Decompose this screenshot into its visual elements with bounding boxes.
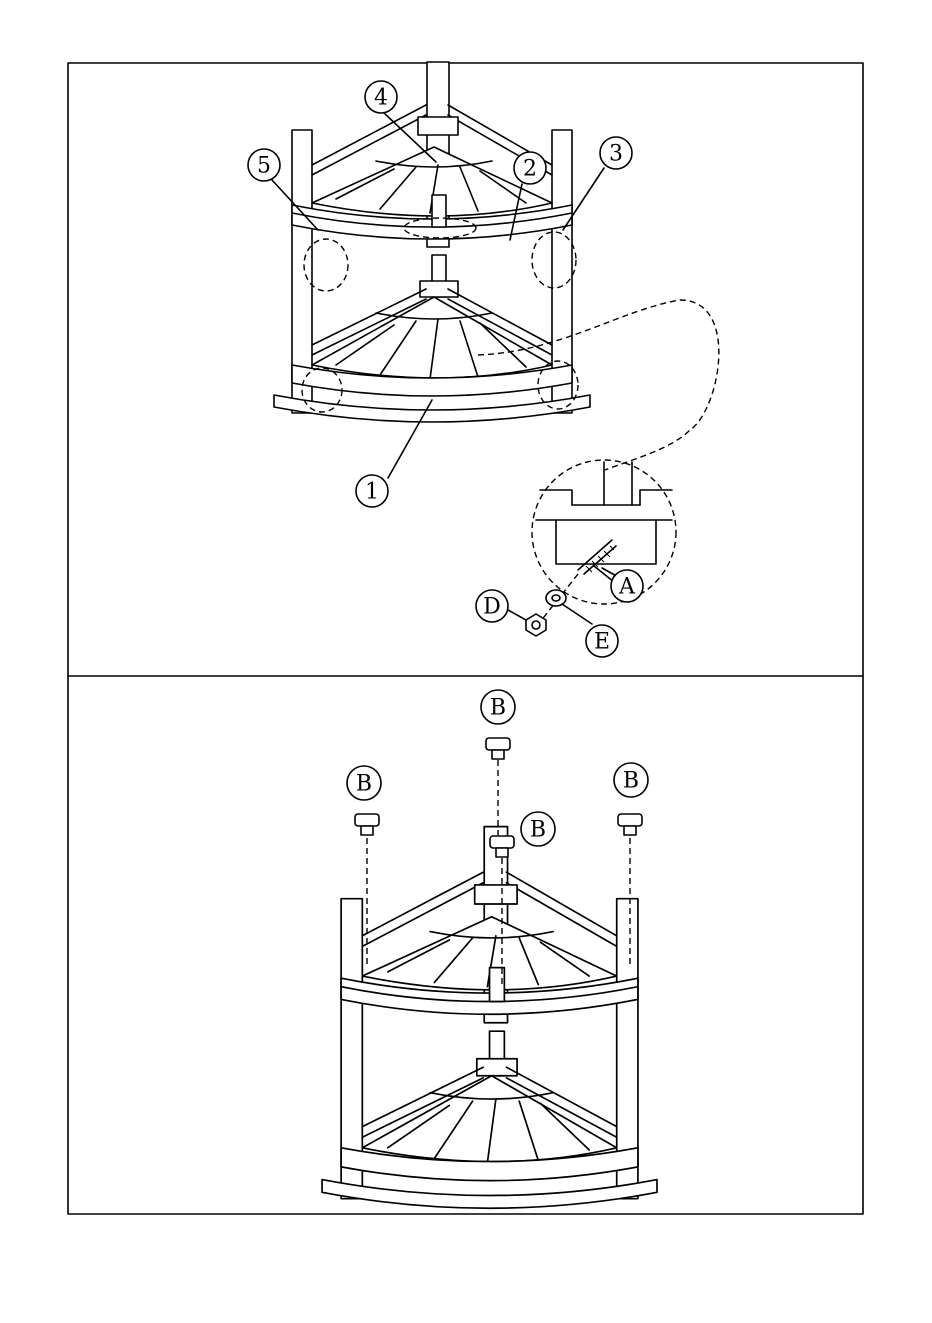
leg-cap-top-center: [486, 738, 510, 759]
svg-text:E: E: [594, 630, 610, 655]
callout-5: 5: [248, 149, 280, 181]
svg-text:4: 4: [374, 86, 388, 111]
callout-B-left: B: [347, 766, 381, 800]
svg-text:1: 1: [365, 480, 379, 505]
callout-1: 1: [356, 475, 388, 507]
callout-B-center: B: [521, 812, 555, 846]
leg-cap-left: [355, 814, 379, 835]
step-1-panel: 4 5 2 3 1 A D E: [248, 62, 719, 657]
svg-text:5: 5: [257, 154, 271, 179]
detail-bolt-view: [532, 460, 676, 604]
callout-E: E: [586, 625, 618, 657]
svg-text:B: B: [530, 818, 546, 843]
svg-text:B: B: [490, 696, 506, 721]
washer-E: [546, 590, 566, 606]
callout-A: A: [611, 570, 643, 602]
callout-B-right: B: [614, 763, 648, 797]
callout-D: D: [476, 590, 508, 622]
svg-text:A: A: [618, 575, 636, 600]
shelf-unit-exploded: [274, 62, 590, 422]
callout-B-top: B: [481, 690, 515, 724]
svg-text:3: 3: [609, 142, 623, 167]
svg-text:B: B: [356, 772, 372, 797]
callout-2: 2: [514, 152, 546, 184]
svg-text:2: 2: [523, 157, 537, 182]
step-2-panel: B B B B: [322, 690, 657, 1208]
shelf-unit-assembled: [322, 827, 657, 1209]
leader-D: [508, 610, 526, 620]
leader-E: [562, 604, 592, 624]
callout-4: 4: [365, 81, 397, 113]
leg-cap-right: [618, 814, 642, 835]
nut-D: [526, 614, 546, 636]
svg-text:D: D: [483, 595, 501, 620]
svg-text:B: B: [623, 769, 639, 794]
callout-3: 3: [600, 137, 632, 169]
